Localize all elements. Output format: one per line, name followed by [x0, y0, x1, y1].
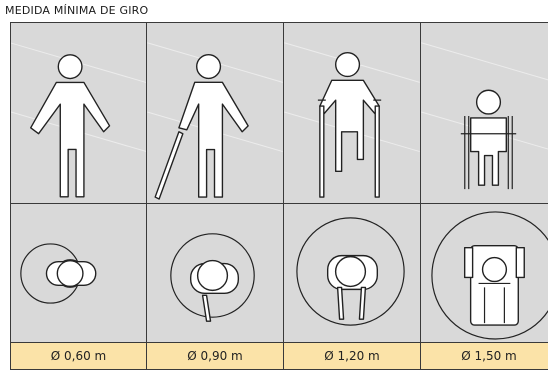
person-with-cane-icon: [147, 42, 283, 200]
turning-circle-060-icon: [20, 243, 97, 304]
person-with-crutches-icon: [284, 42, 420, 198]
plan-standing-panel: [10, 204, 147, 343]
diameter-label-090: Ø 0,90 m: [147, 343, 284, 370]
elevation-crutches-panel: [284, 22, 421, 204]
standing-person-icon: [11, 42, 146, 198]
diameter-label-060: Ø 0,60 m: [10, 343, 147, 370]
turning-circle-120-icon: [296, 217, 405, 326]
turning-circle-150-icon: [431, 211, 548, 340]
plan-crutches-panel: [284, 204, 421, 343]
elevation-standing-panel: [10, 22, 147, 204]
plan-wheelchair-panel: [421, 204, 548, 343]
turning-diameter-grid: Ø 0,60 m Ø 0,90 m Ø 1,20 m Ø 1,50 m: [10, 22, 548, 370]
plan-cane-panel: [147, 204, 284, 343]
person-in-wheelchair-icon: [421, 42, 548, 190]
elevation-wheelchair-panel: [421, 22, 548, 204]
page-title: MEDIDA MÍNIMA DE GIRO: [5, 4, 149, 17]
turning-circle-090-icon: [170, 233, 255, 322]
diameter-label-150: Ø 1,50 m: [421, 343, 548, 370]
diameter-label-120: Ø 1,20 m: [284, 343, 421, 370]
elevation-cane-panel: [147, 22, 284, 204]
